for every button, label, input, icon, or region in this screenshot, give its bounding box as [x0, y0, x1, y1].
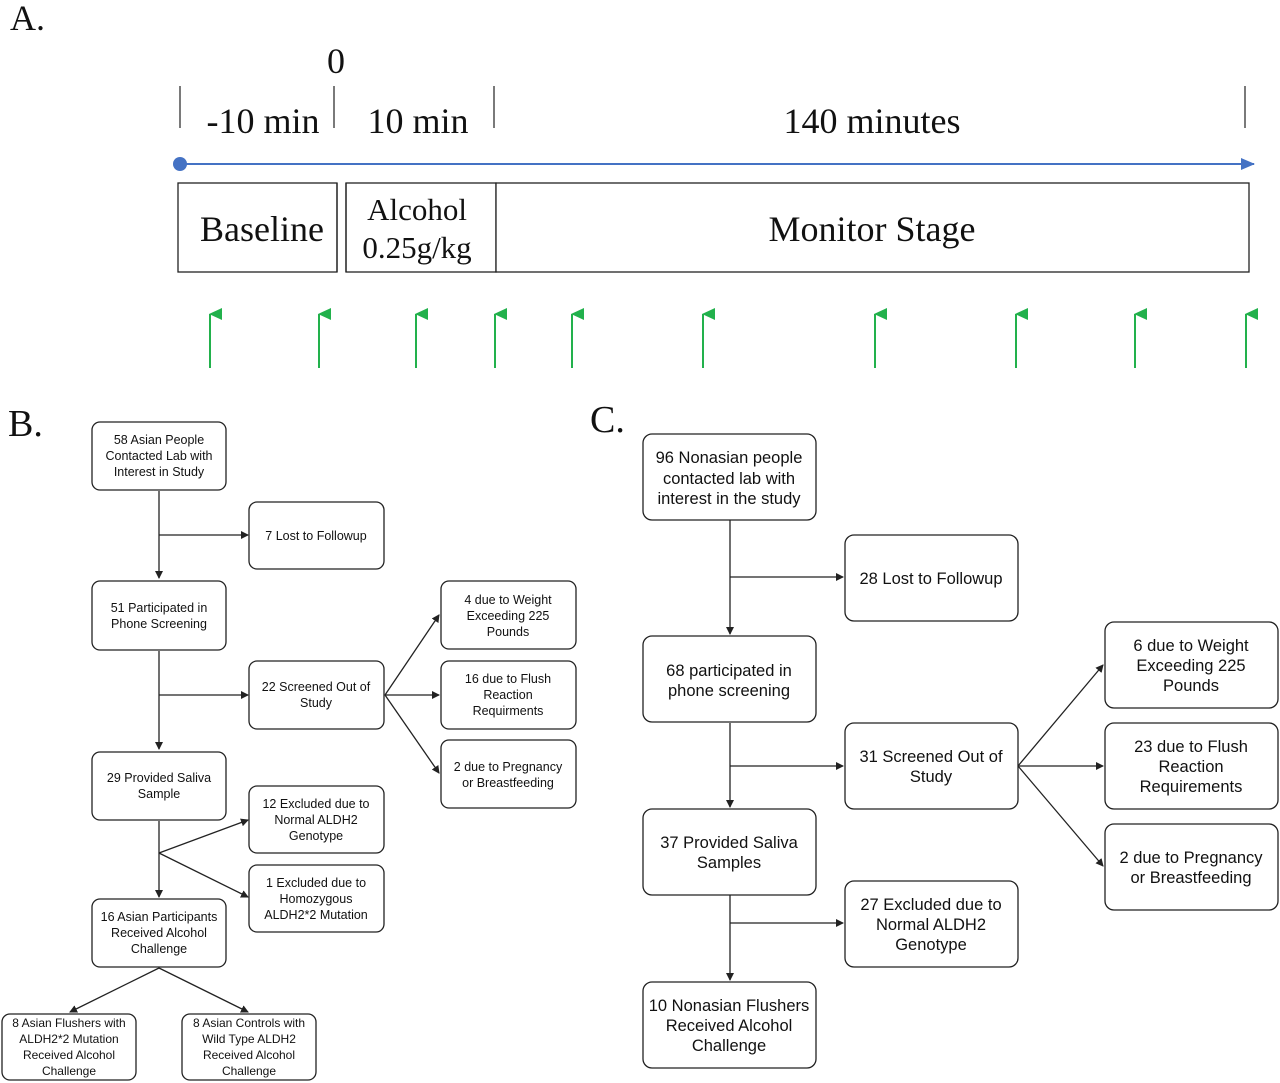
stage-alcohol-box	[345, 182, 497, 273]
duration-alcohol: 10 min	[367, 101, 468, 141]
flow-arrow	[384, 694, 440, 774]
panel-a: A. 0 -10 min 10 min 140 minutes Baseline…	[10, 0, 1258, 368]
node-lost-to-followup: 7 Lost to Followup	[248, 501, 385, 570]
stage-alcohol-label: Alcohol	[367, 192, 467, 227]
panel-a-label: A.	[10, 0, 45, 38]
stage-baseline-label: Baseline	[200, 209, 324, 249]
stage-monitor-label: Monitor Stage	[769, 209, 976, 249]
flow-arrow	[158, 818, 249, 854]
flow-arrow	[1017, 765, 1104, 867]
flow-arrow	[158, 967, 249, 1013]
duration-baseline: -10 min	[207, 101, 320, 141]
flow-arrow	[384, 614, 440, 696]
svg-text:7 Lost to Followup: 7 Lost to Followup	[265, 529, 366, 543]
stage-monitor-box	[495, 182, 1250, 273]
flow-arrow	[69, 967, 160, 1013]
flow-arrow	[1017, 664, 1104, 767]
panel-b-label: B.	[8, 403, 43, 445]
duration-monitor: 140 minutes	[784, 101, 961, 141]
panel-c-label: C.	[590, 399, 625, 441]
node-lost-to-followup: 28 Lost to Followup	[844, 534, 1019, 622]
stage-alcohol-dose: 0.25g/kg	[362, 230, 471, 265]
measurement-arrows	[209, 308, 1258, 368]
time-zero-label: 0	[327, 41, 345, 81]
flow-arrow	[158, 852, 249, 898]
svg-text:28 Lost to Followup: 28 Lost to Followup	[859, 570, 1002, 588]
